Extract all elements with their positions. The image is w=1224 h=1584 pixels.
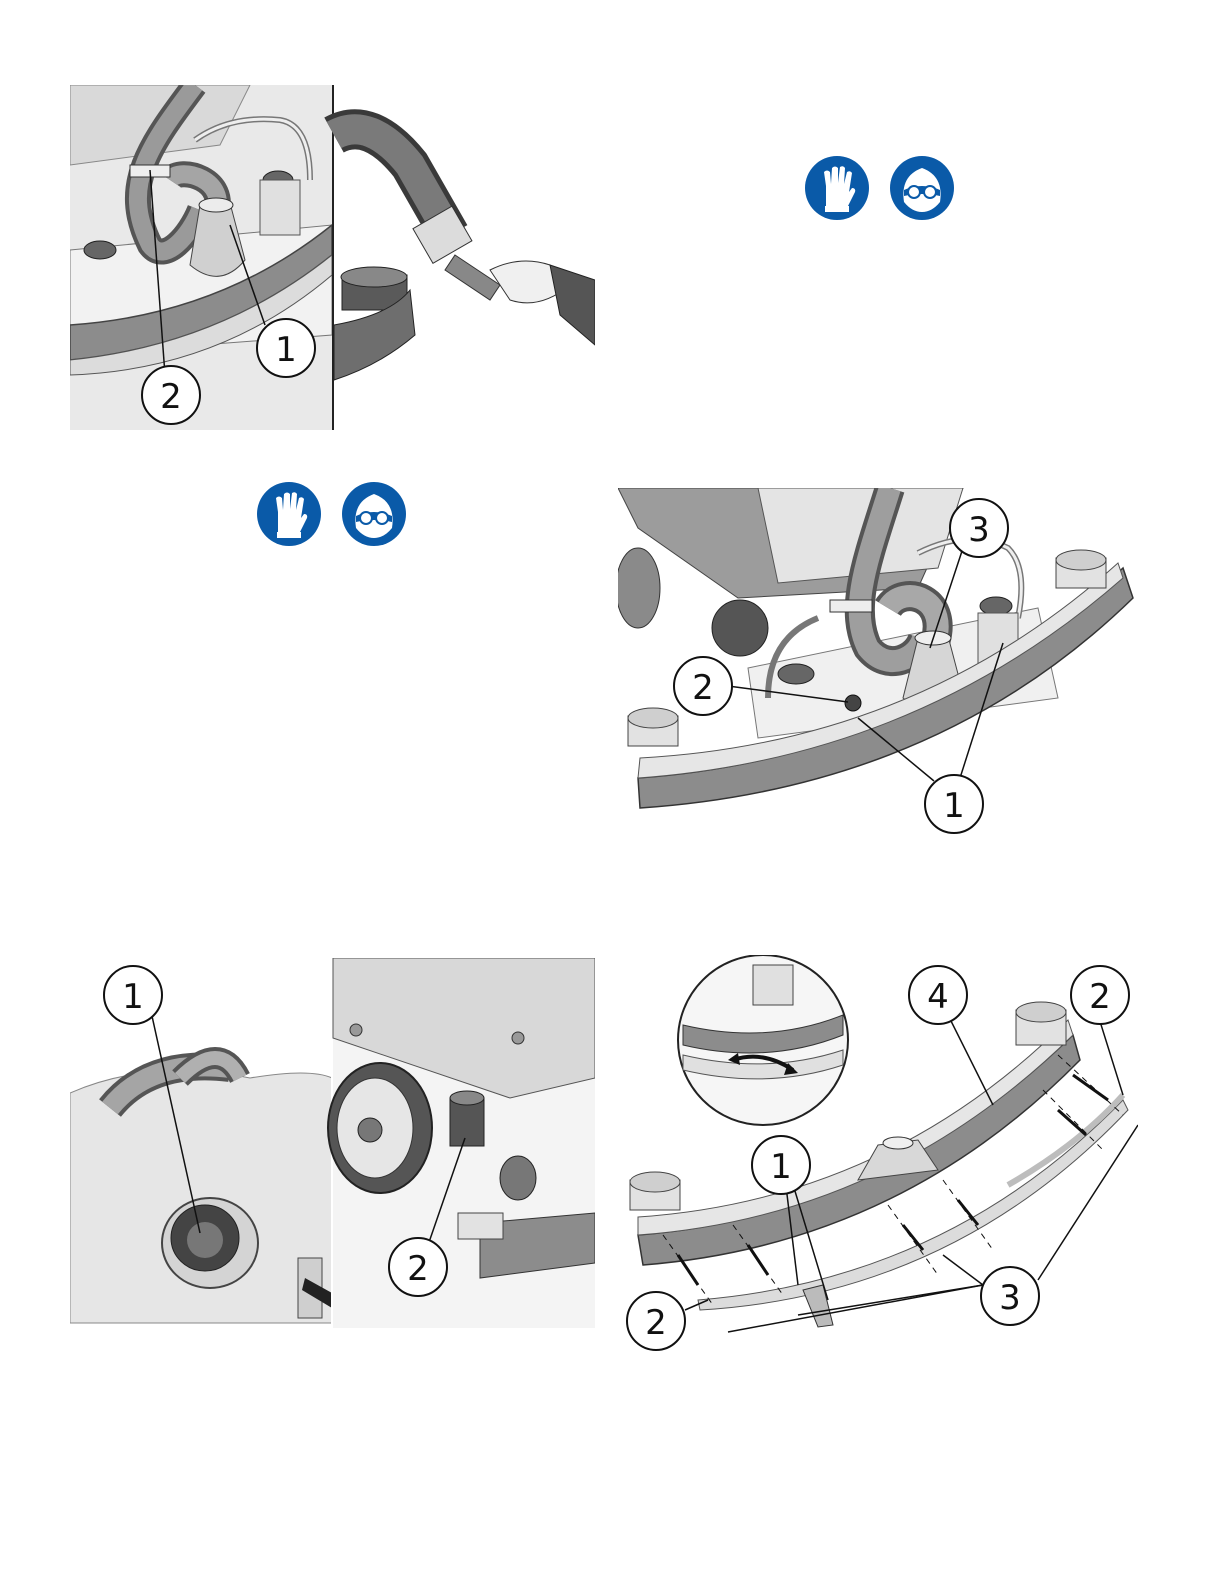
safety-goggles-icon xyxy=(890,156,954,220)
callout-2: 2 xyxy=(389,1238,447,1296)
svg-text:3: 3 xyxy=(968,510,990,550)
safety-signs-top xyxy=(804,154,959,224)
callout-2-lower: 2 xyxy=(627,1292,685,1350)
svg-text:3: 3 xyxy=(999,1278,1021,1318)
callout-2: 2 xyxy=(674,657,732,715)
svg-text:1: 1 xyxy=(770,1147,792,1187)
callout-2: 2 xyxy=(142,366,200,424)
svg-text:2: 2 xyxy=(407,1249,429,1289)
svg-text:1: 1 xyxy=(122,977,144,1017)
callout-3: 3 xyxy=(981,1267,1039,1325)
safety-goggles-icon xyxy=(342,482,406,546)
callout-2: 2 xyxy=(1071,966,1129,1024)
callout-4: 4 xyxy=(909,966,967,1024)
callout-1: 1 xyxy=(925,775,983,833)
svg-text:4: 4 xyxy=(927,977,949,1017)
callout-3: 3 xyxy=(950,499,1008,557)
safety-signs-middle xyxy=(256,480,411,550)
figure-squeegee-blades: 4 2 1 3 2 xyxy=(618,955,1138,1355)
figure-inlet-and-wheel: 1 2 xyxy=(70,958,595,1328)
callout-1: 1 xyxy=(257,319,315,377)
callout-1: 1 xyxy=(104,966,162,1024)
protective-gloves-icon xyxy=(805,156,869,220)
svg-text:2: 2 xyxy=(692,668,714,708)
svg-text:1: 1 xyxy=(943,786,965,826)
svg-text:1: 1 xyxy=(275,330,297,370)
svg-text:2: 2 xyxy=(645,1303,667,1343)
svg-text:2: 2 xyxy=(1089,977,1111,1017)
figure-drain-hose: 1 2 xyxy=(70,85,595,430)
callout-1: 1 xyxy=(752,1136,810,1194)
svg-text:2: 2 xyxy=(160,377,182,417)
protective-gloves-icon xyxy=(257,482,321,546)
figure-squeegee-assembly: 3 2 1 xyxy=(618,488,1138,838)
